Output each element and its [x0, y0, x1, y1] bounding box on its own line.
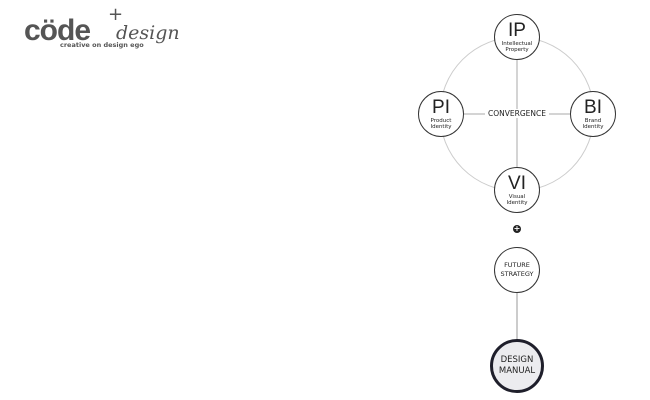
node-sub: Intellectual Property: [501, 41, 533, 53]
plus-icon: +: [513, 224, 521, 233]
node-abbr: VI: [508, 173, 526, 194]
logo-plus: +: [108, 4, 124, 25]
logo-script: design: [116, 22, 180, 44]
logo-tagline: creative on design ego: [60, 41, 144, 49]
node-bi: BI Brand Identity: [570, 91, 616, 137]
future-strategy-node: FUTURE STRATEGY: [494, 247, 540, 293]
node-ip: IP Intellectual Property: [494, 14, 540, 60]
node-abbr: BI: [584, 97, 602, 118]
node-pi: PI Product Identity: [418, 91, 464, 137]
convergence-label: CONVERGENCE: [485, 109, 549, 118]
node-vi: VI Visual Identity: [494, 167, 540, 213]
node-abbr: IP: [508, 20, 526, 41]
logo-main: cöde: [24, 14, 91, 47]
node-sub: Brand Identity: [582, 118, 604, 130]
design-manual-node: DESIGN MANUAL: [490, 339, 544, 393]
logo: cöde + design creative on design ego: [24, 4, 184, 50]
node-sub: Visual Identity: [506, 194, 528, 206]
node-abbr: PI: [432, 97, 450, 118]
node-sub: Product Identity: [430, 118, 452, 130]
